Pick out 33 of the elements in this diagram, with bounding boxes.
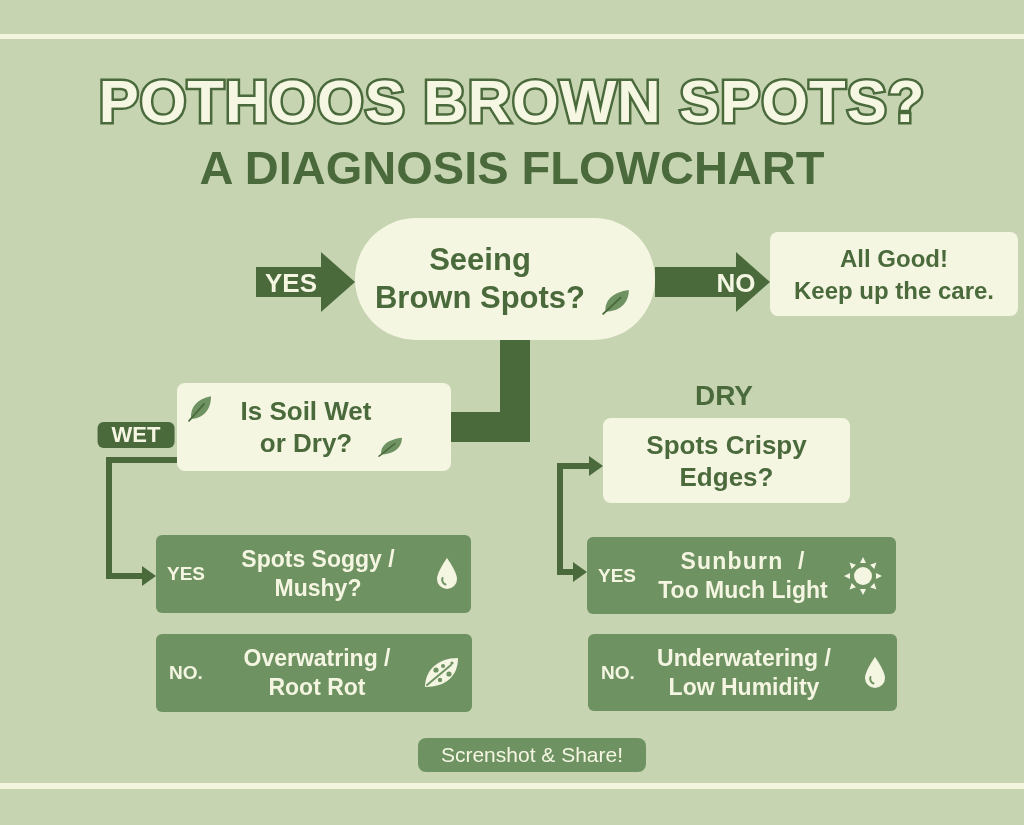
answer-label: NO.: [601, 661, 635, 683]
answer-label: NO.: [169, 662, 203, 683]
banner-text: Screnshot & Share!: [440, 743, 624, 766]
edge-label: YES: [265, 270, 317, 296]
question-text: Seeing Brown Spots?: [374, 242, 586, 315]
result-text: All Good!: [840, 245, 948, 272]
arrow: [557, 456, 603, 582]
outcome-text: Sunburn / Too Much Light: [658, 547, 828, 603]
outcome-text: Underwatering / Low Humidity: [657, 644, 831, 700]
connector-line: [451, 340, 530, 442]
arrow: [655, 252, 770, 312]
arrow: [106, 457, 177, 586]
outcome-box: [588, 634, 897, 711]
question-text: Spots Crispy Edges?: [646, 429, 807, 492]
result-box: [770, 232, 1018, 316]
question-box: [603, 418, 850, 503]
share-banner: [418, 738, 646, 772]
subtitle: A DIAGNOSIS FLOWCHART: [199, 144, 825, 191]
outcome-box: [156, 634, 472, 712]
outcome-box: [587, 537, 896, 614]
arrow: [256, 252, 355, 312]
title: POTHOOS BROWN SPOTS?: [98, 72, 926, 132]
outcome-text: Spots Soggy / Mushy?: [241, 546, 395, 601]
edge-label: NO: [716, 270, 756, 296]
branch-label: DRY: [694, 380, 754, 412]
question-box: [177, 383, 451, 471]
question-text: Is Soil Wet or Dry?: [240, 396, 372, 458]
branch-badge: WET: [97, 422, 175, 448]
answer-label: YES: [598, 564, 636, 586]
outcome-text: Overwatring / Root Rot: [243, 645, 391, 700]
result-text: Keep up the care.: [793, 277, 995, 304]
answer-label: YES: [167, 563, 205, 584]
outcome-box: [156, 535, 471, 613]
